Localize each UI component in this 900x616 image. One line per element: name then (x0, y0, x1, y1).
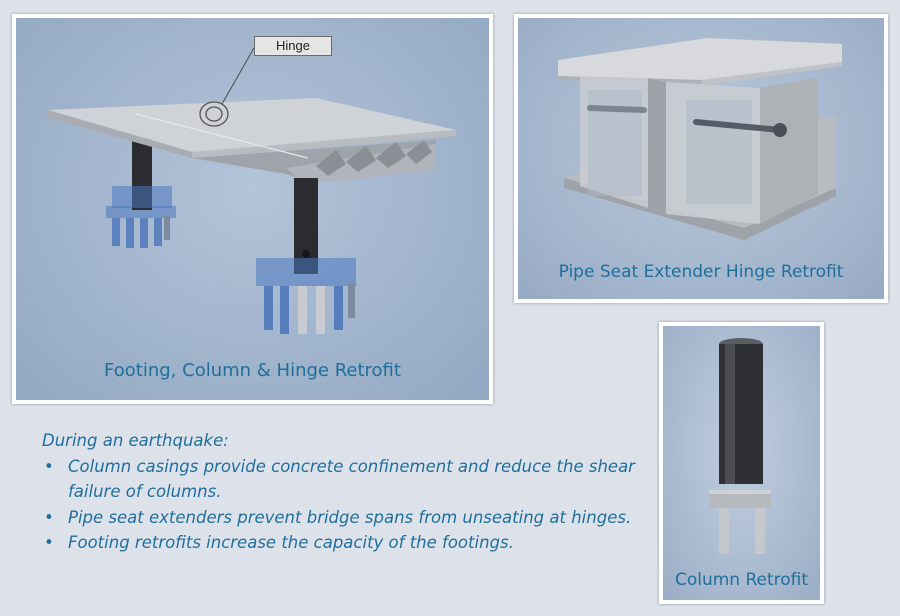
pipe-seat-extender-illustration (558, 38, 842, 240)
hinge-panel-caption: Pipe Seat Extender Hinge Retrofit (558, 262, 844, 282)
hinge-callout (199, 47, 255, 127)
pipe-seat-extender-panel: Pipe Seat Extender Hinge Retrofit (514, 14, 888, 303)
bridge-deck (48, 98, 456, 184)
footing-column-hinge-panel: Hinge Footing, Column & Hinge Retrofit (12, 14, 493, 404)
left-girder-block (580, 76, 666, 214)
right-girder-block (666, 78, 818, 224)
notes-heading: During an earthquake: (42, 431, 229, 450)
notes-list: Column casings provide concrete confinem… (42, 454, 642, 556)
earthquake-notes: During an earthquake: Column casings pro… (42, 428, 642, 556)
note-footing-retrofits: Footing retrofits increase the capacity … (42, 530, 642, 556)
note-pipe-seat-extenders: Pipe seat extenders prevent bridge spans… (42, 505, 642, 531)
right-pier (256, 178, 356, 334)
note-column-casings: Column casings provide concrete confinem… (42, 454, 642, 505)
hinge-callout-label: Hinge (254, 36, 332, 56)
footing-panel-caption: Footing, Column & Hinge Retrofit (104, 360, 401, 381)
column-panel-caption: Column Retrofit (674, 570, 809, 590)
column-retrofit-panel: Column Retrofit (659, 322, 824, 604)
bridge-retrofit-illustration (48, 47, 456, 334)
column-retrofit-illustration (709, 338, 771, 554)
left-pier (106, 138, 176, 248)
